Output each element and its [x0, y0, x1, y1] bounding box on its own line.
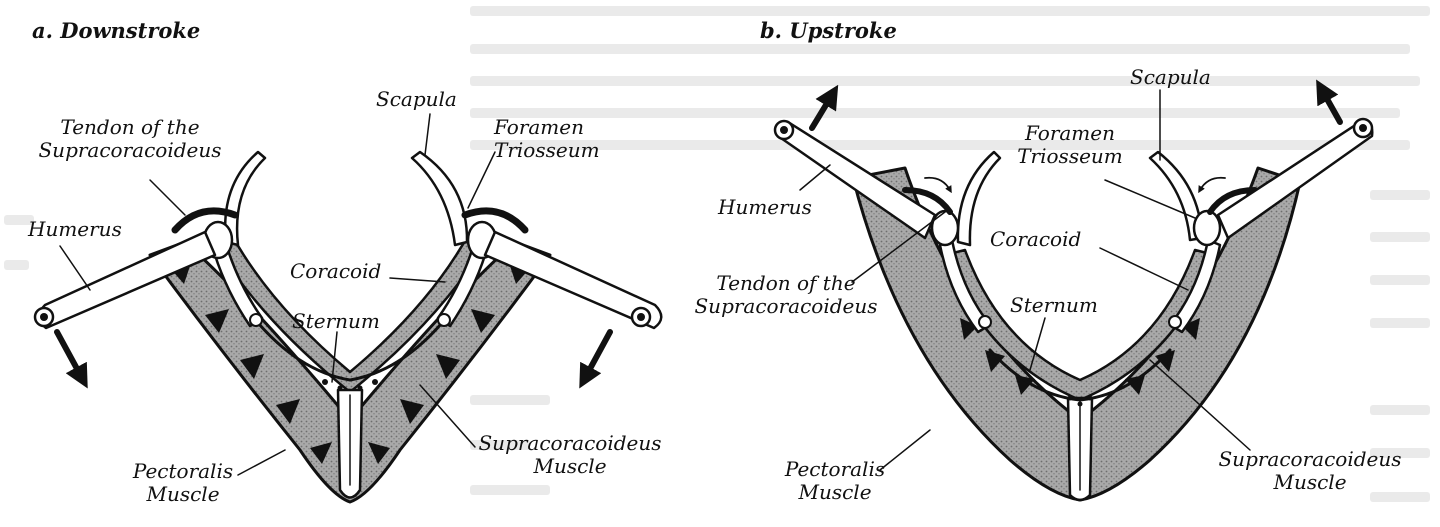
scapula-right — [410, 150, 469, 247]
label-sternum: Sternum — [292, 309, 380, 333]
humerus-left — [776, 120, 937, 240]
ghost-line — [4, 260, 29, 270]
label-tendon-line2: Supracoracoideus — [694, 294, 878, 318]
label-supra-line2: Muscle — [1273, 470, 1347, 494]
scapula-left — [956, 150, 1002, 247]
label-sternum: Sternum — [1010, 293, 1098, 317]
panel-a-downstroke — [33, 113, 663, 504]
label-foramen: Foramen Triosseum — [1010, 122, 1130, 168]
ghost-line — [1370, 232, 1430, 242]
label-pectoralis-line2: Muscle — [146, 482, 220, 506]
label-tendon-line1: Tendon of the — [60, 115, 200, 139]
label-foramen-line1: Foramen — [1025, 121, 1115, 145]
label-scapula: Scapula — [376, 87, 457, 111]
ghost-line — [470, 440, 530, 450]
panel-b-title: b. Upstroke — [760, 18, 897, 43]
tendon-right — [461, 207, 529, 234]
rotation-arrow-left — [924, 176, 952, 194]
label-pectoralis: Pectoralis Muscle — [128, 460, 238, 506]
label-humerus: Humerus — [718, 195, 812, 219]
tendon-left — [902, 187, 953, 215]
label-foramen-line2: Triosseum — [1017, 144, 1123, 168]
label-coracoid: Coracoid — [290, 259, 382, 283]
ghost-line — [470, 76, 1420, 86]
ghost-line — [1370, 190, 1430, 200]
tendon-left — [171, 207, 239, 234]
sternum — [238, 298, 462, 382]
tendon-right — [1207, 187, 1258, 215]
ghost-line — [1370, 405, 1430, 415]
sternum — [988, 348, 1172, 402]
ghost-line — [1370, 318, 1430, 328]
arrow-up-left — [809, 84, 839, 131]
label-supracoracoideus-muscle: Supracoracoideus Muscle — [1210, 448, 1410, 494]
ghost-line — [1370, 492, 1430, 502]
ghost-line — [470, 485, 550, 495]
label-foramen-line2: Triosseum — [494, 138, 600, 162]
label-scapula: Scapula — [1130, 65, 1211, 89]
panel-a-title: a. Downstroke — [32, 18, 201, 43]
label-tendon: Tendon of the Supracoracoideus — [686, 272, 886, 318]
ghost-line — [1370, 275, 1430, 285]
ghost-line — [470, 108, 1400, 118]
pectoralis-muscle — [851, 166, 1302, 502]
label-supra-line1: Supracoracoideus — [478, 431, 662, 455]
ghost-line — [470, 6, 1430, 16]
ghost-line — [470, 44, 1410, 54]
arrow-up-right — [1316, 79, 1343, 125]
label-tendon-line1: Tendon of the — [716, 271, 856, 295]
rotation-arrow-right — [1198, 176, 1226, 194]
label-pectoralis: Pectoralis Muscle — [780, 458, 890, 504]
coracoid-right — [1168, 238, 1222, 334]
label-supra-line1: Supracoracoideus — [1218, 447, 1402, 471]
label-foramen-line1: Foramen — [494, 115, 584, 139]
humerus-right — [483, 230, 663, 330]
label-supra-line2: Muscle — [533, 454, 607, 478]
label-supracoracoideus-muscle: Supracoracoideus Muscle — [470, 432, 670, 478]
humerus-right — [1216, 120, 1374, 240]
label-coracoid: Coracoid — [990, 227, 1082, 251]
ghost-line — [1370, 448, 1430, 458]
label-humerus: Humerus — [28, 217, 122, 241]
ghost-line — [4, 215, 34, 225]
label-pectoralis-line1: Pectoralis — [784, 457, 886, 481]
arrow-down-right — [579, 329, 613, 389]
coracoid-left — [938, 238, 992, 334]
panel-b-upstroke — [773, 79, 1374, 502]
label-tendon: Tendon of the Supracoracoideus — [30, 116, 230, 162]
ghost-line — [470, 395, 550, 405]
label-foramen: Foramen Triosseum — [494, 116, 600, 162]
label-pectoralis-line1: Pectoralis — [132, 459, 234, 483]
supracoracoideus-chevrons — [960, 318, 1200, 395]
label-tendon-line2: Supracoracoideus — [38, 138, 222, 162]
arrow-down-left — [54, 329, 88, 389]
ghost-line — [470, 140, 1410, 150]
label-pectoralis-line2: Muscle — [798, 480, 872, 504]
